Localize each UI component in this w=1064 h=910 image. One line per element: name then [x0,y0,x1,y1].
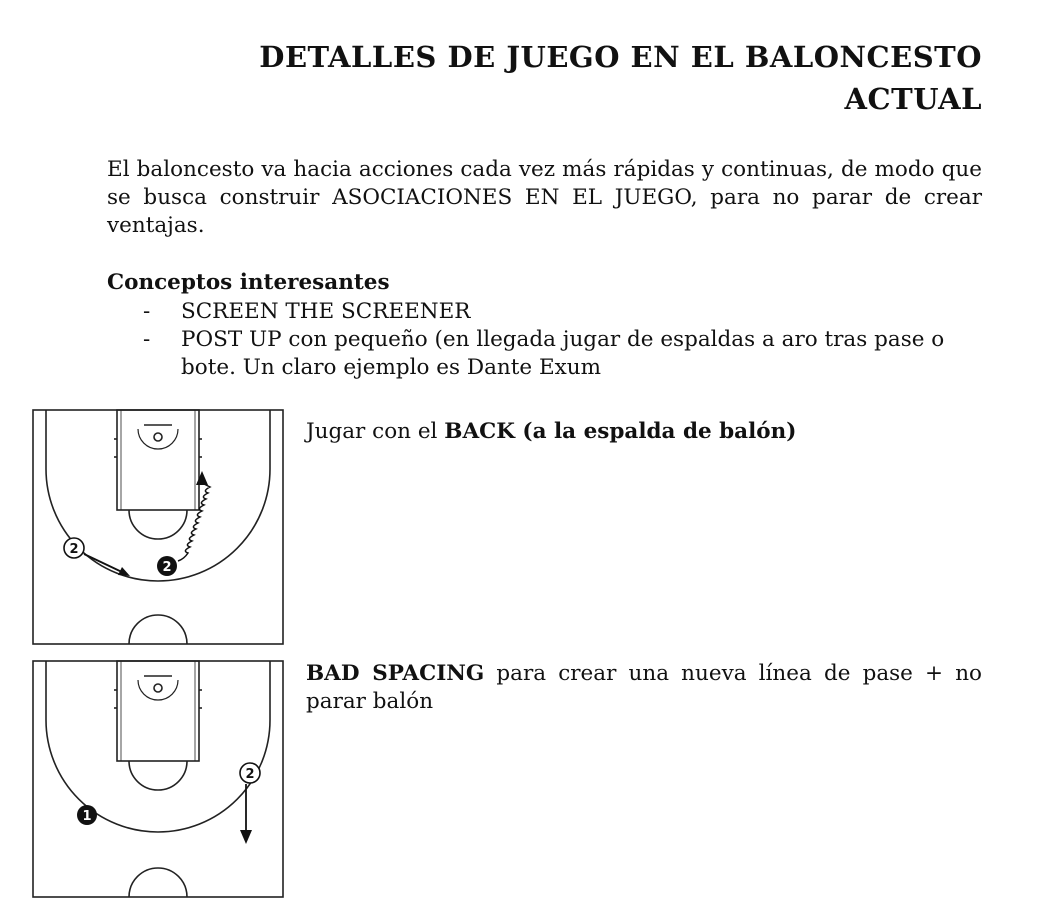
title-line-2: ACTUAL [844,82,982,116]
player-2-filled: 2 [157,556,177,576]
rim [153,432,163,442]
svg-text:2: 2 [162,560,171,575]
free-throw-circle [128,509,188,540]
caption-bad-spacing-rest: para crear una nueva línea de pase + no … [306,661,982,714]
court-diagram-bad-spacing: 1 2 [32,660,284,898]
svg-text:1: 1 [82,809,91,824]
move-down-arrow [240,784,252,844]
rim [153,683,163,693]
player-2-outlined: 2 [239,762,261,784]
list-item: POST UP con pequeño (en llegada jugar de… [107,326,982,382]
list-item: SCREEN THE SCREENER [107,298,982,326]
caption-bad-spacing-bold: BAD SPACING [306,661,485,686]
three-point-line [45,661,271,833]
cut-arrow [83,553,130,576]
svg-text:2: 2 [69,542,78,557]
intro-paragraph: El baloncesto va hacia acciones cada vez… [107,157,982,238]
center-circle [128,867,188,898]
page-title: DETALLES DE JUEGO EN EL BALONCESTO ACTUA… [182,36,982,120]
court-boundary [32,409,284,645]
caption-bad-spacing: BAD SPACING para crear una nueva línea d… [306,660,982,716]
free-throw-circle [128,760,188,791]
center-circle [128,614,188,645]
caption-back-text: Jugar con el [306,419,445,444]
player-2-outlined: 2 [63,537,85,559]
concepts-heading: Conceptos interesantes [107,270,390,295]
svg-text:2: 2 [245,767,254,782]
court-diagram-back: 2 2 [32,409,284,645]
title-line-1: DETALLES DE JUEGO EN EL BALONCESTO [259,40,982,74]
player-1-filled: 1 [77,805,97,825]
concepts-list: SCREEN THE SCREENER POST UP con pequeño … [107,298,982,382]
three-point-line [45,410,271,582]
caption-back-bold: BACK (a la espalda de balón) [444,419,797,444]
dribble-arrow [177,471,212,562]
caption-back: Jugar con el BACK (a la espalda de balón… [306,418,982,446]
